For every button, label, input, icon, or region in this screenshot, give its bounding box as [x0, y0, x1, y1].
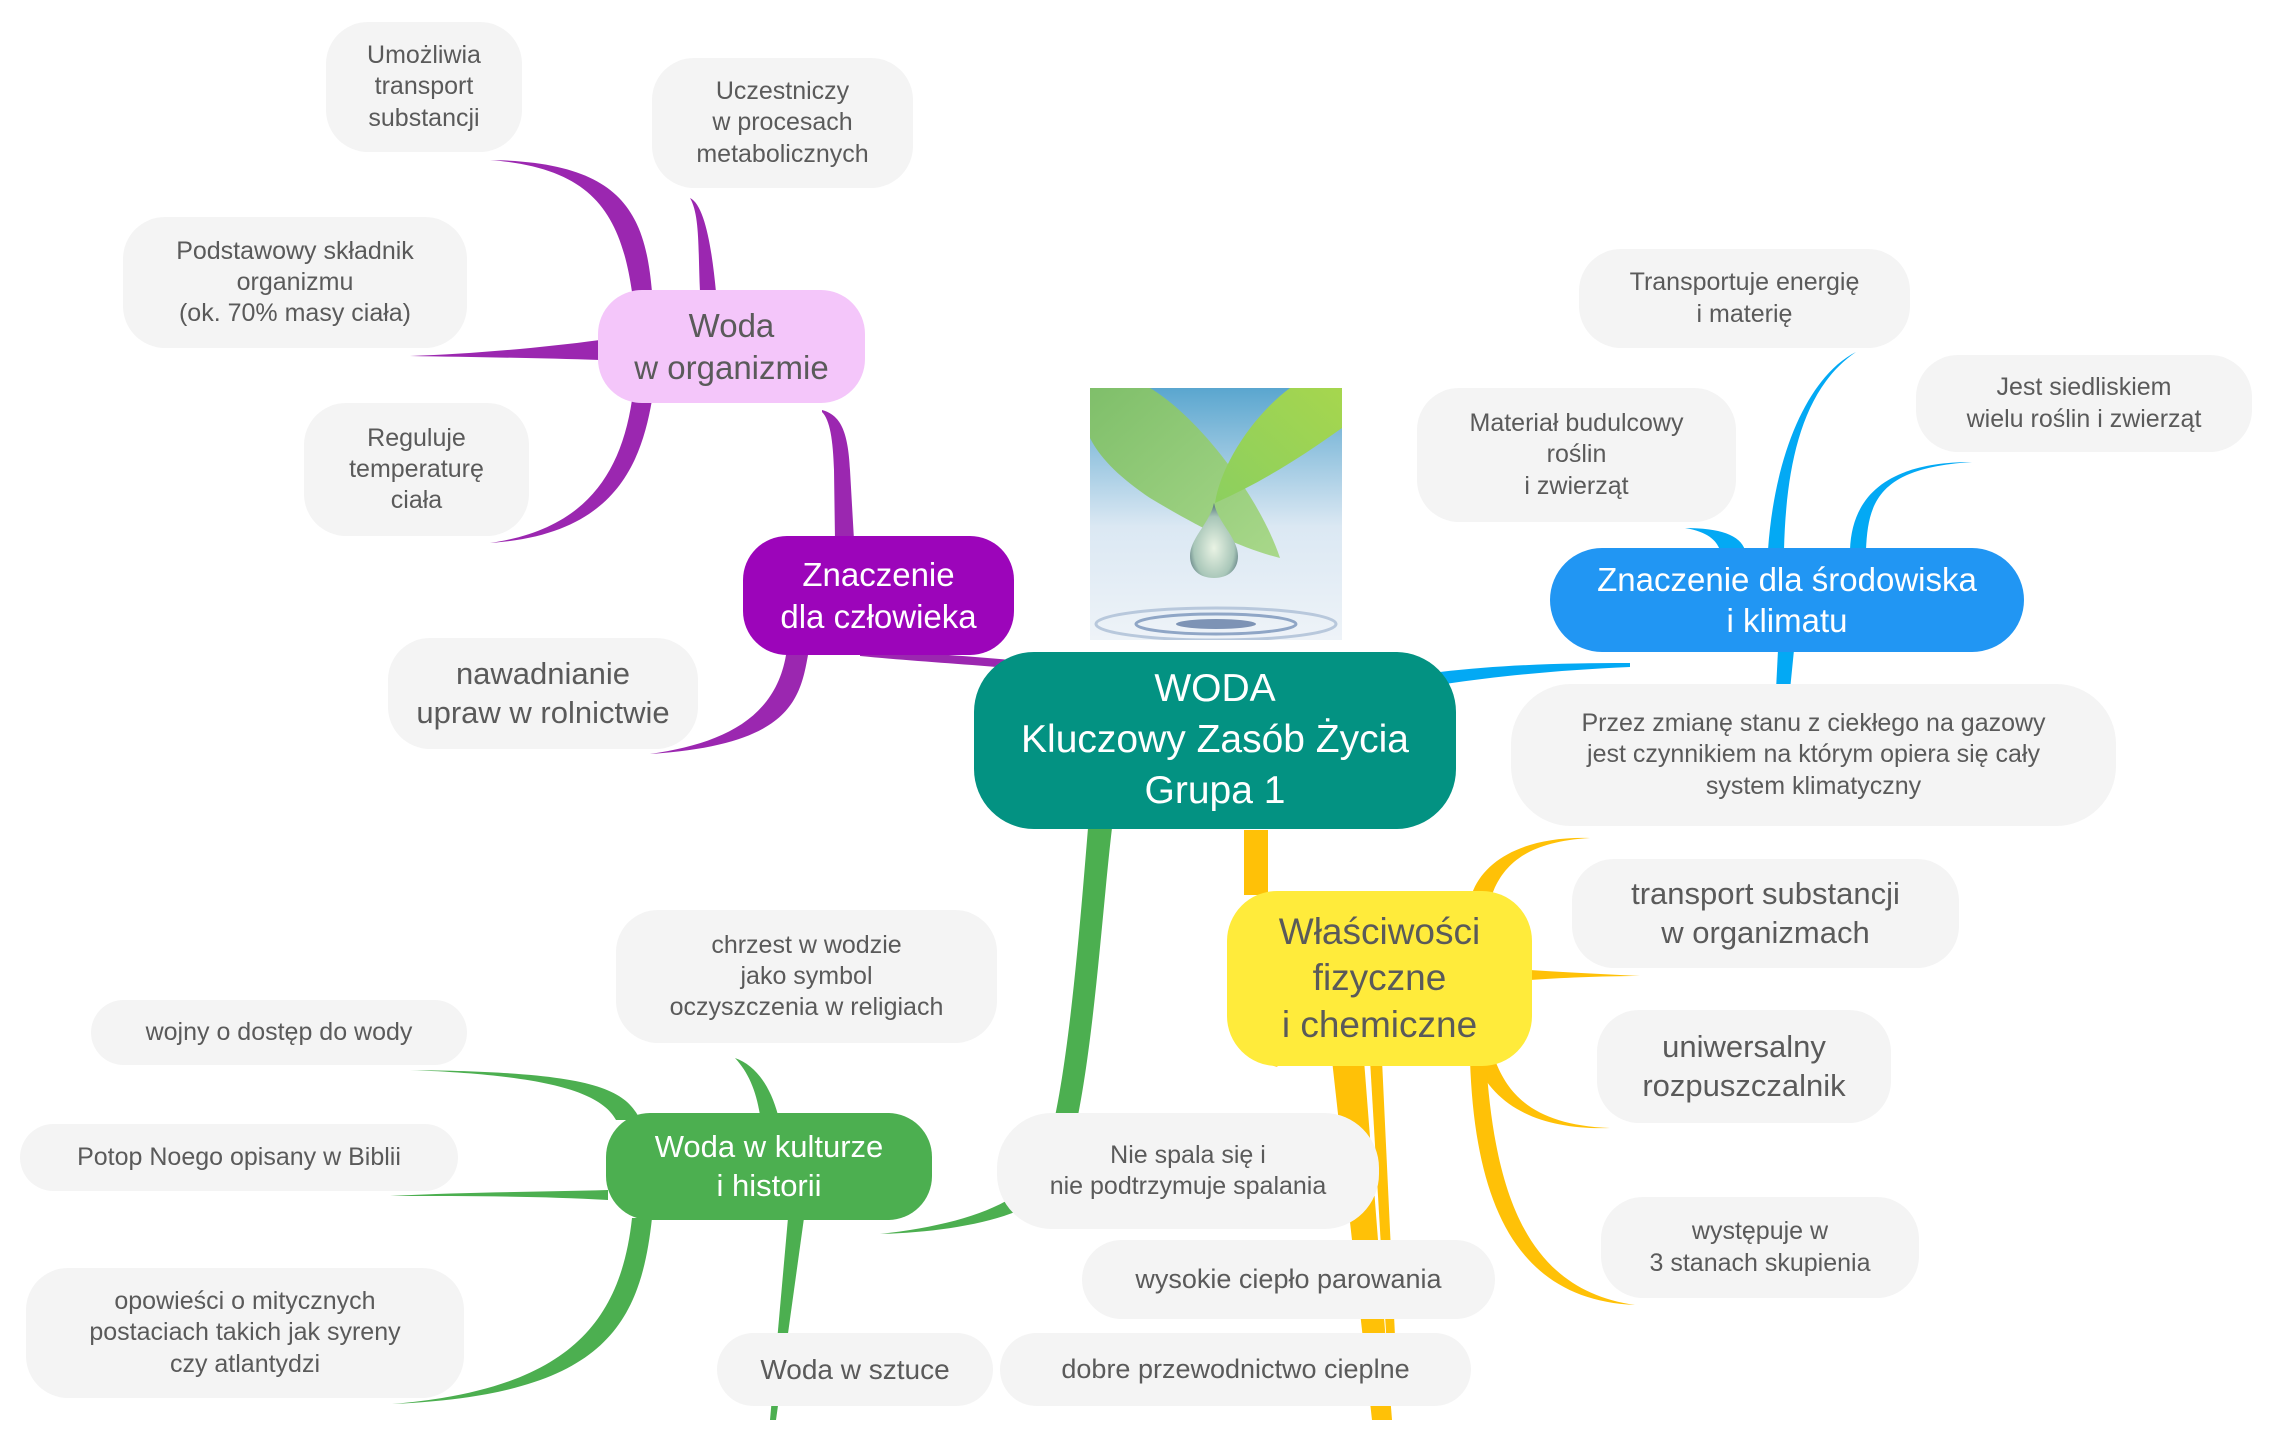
leaf-building-material[interactable]: Materiał budulcowy roślin i zwierząt: [1417, 388, 1736, 522]
link-organism-metabolic: [690, 198, 716, 292]
leaf-label: Uczestniczy w procesach metabolicznych: [696, 77, 869, 168]
link-organism-temperature: [490, 400, 652, 543]
link-culture-baptism: [735, 1058, 778, 1115]
link-properties-universal: [1475, 1060, 1610, 1129]
leaf-label: dobre przewodnictwo cieplne: [1061, 1353, 1410, 1384]
branch-culture-label: Woda w kulturze i historii: [654, 1128, 884, 1203]
leaf-label: wojny o dostęp do wody: [145, 1017, 413, 1046]
water-drop: [1190, 503, 1238, 578]
leaf-label: Materiał budulcowy roślin i zwierząt: [1469, 409, 1684, 500]
leaf-transport-in-organisms[interactable]: transport substancji w organizmach: [1572, 859, 1959, 968]
leaf-label: uniwersalny rozpuszczalnik: [1642, 1028, 1846, 1103]
central-node-label: WODA Kluczowy Zasób Życia Grupa 1: [1021, 667, 1409, 812]
central-node[interactable]: WODA Kluczowy Zasób Życia Grupa 1: [974, 652, 1456, 829]
link-env-transport: [1768, 352, 1856, 550]
water-ripple-mid: [1134, 612, 1298, 636]
branch-environment-label: Znaczenie dla środowiska i klimatu: [1597, 560, 1977, 639]
link-properties-states: [1470, 1060, 1635, 1305]
branch-culture-history[interactable]: Woda w kulturze i historii: [606, 1113, 932, 1220]
leaf-enables-transport[interactable]: Umożliwia transport substancji: [326, 22, 522, 152]
leaf-label: Umożliwia transport substancji: [367, 41, 481, 132]
subbranch-organism-label: Woda w organizmie: [634, 307, 829, 386]
leaf-noah-flood[interactable]: Potop Noego opisany w Biblii: [20, 1124, 458, 1191]
leaf-high-heat-of-vaporization[interactable]: wysokie ciepło parowania: [1082, 1240, 1495, 1319]
leaf-label: transport substancji w organizmach: [1631, 875, 1900, 950]
link-culture-wars: [410, 1070, 640, 1120]
link-organism-component: [410, 340, 600, 360]
leaf-label: Transportuje energię i materię: [1629, 268, 1860, 328]
branch-physical-chemical-properties[interactable]: Właściwości fizyczne i chemiczne: [1227, 891, 1532, 1066]
link-central-properties: [1244, 830, 1268, 895]
leaf-thermal-conductivity[interactable]: dobre przewodnictwo cieplne: [1000, 1333, 1471, 1406]
leaf-label: występuje w 3 stanach skupienia: [1649, 1217, 1871, 1277]
link-properties-solvent: [1530, 970, 1640, 980]
leaf-label: Przez zmianę stanu z ciekłego na gazowy …: [1581, 709, 2046, 800]
link-human-organism: [822, 410, 854, 540]
link-culture-flood: [390, 1190, 608, 1200]
water-drop-leaf-image: [1090, 388, 1342, 640]
leaf-label: wysokie ciepło parowania: [1135, 1263, 1442, 1294]
leaf-universal-solvent[interactable]: uniwersalny rozpuszczalnik: [1597, 1010, 1891, 1123]
branch-human-importance[interactable]: Znaczenie dla człowieka: [743, 536, 1014, 655]
leaf-label: Jest siedliskiem wielu roślin i zwierząt: [1966, 373, 2202, 433]
subbranch-water-in-organism[interactable]: Woda w organizmie: [598, 290, 865, 403]
branch-properties-label: Właściwości fizyczne i chemiczne: [1278, 911, 1481, 1045]
link-env-material: [1685, 528, 1745, 550]
leaf-three-states[interactable]: występuje w 3 stanach skupienia: [1601, 1197, 1919, 1298]
leaf-habitat[interactable]: Jest siedliskiem wielu roślin i zwierząt: [1916, 355, 2252, 452]
leaf-water-wars[interactable]: wojny o dostęp do wody: [91, 1000, 467, 1065]
link-env-climate: [1776, 650, 1794, 690]
leaf-metabolic-processes[interactable]: Uczestniczy w procesach metabolicznych: [652, 58, 913, 188]
leaf-label: nawadnianie upraw w rolnictwie: [416, 655, 670, 730]
leaf-label: Woda w sztuce: [760, 1354, 950, 1385]
leaf-transports-energy[interactable]: Transportuje energię i materię: [1579, 249, 1910, 348]
leaf-label: Nie spala się i nie podtrzymuje spalania: [1049, 1140, 1327, 1200]
leaf-regulates-temperature[interactable]: Reguluje temperaturę ciała: [304, 403, 529, 536]
leaf-label: Reguluje temperaturę ciała: [349, 423, 484, 515]
water-ripple-inner: [1176, 619, 1256, 629]
link-human-irrigation: [650, 655, 808, 754]
leaf-water-in-art[interactable]: Woda w sztuce: [717, 1333, 993, 1406]
leaf-baptism[interactable]: chrzest w wodzie jako symbol oczyszczeni…: [616, 910, 997, 1043]
leaf-label: chrzest w wodzie jako symbol oczyszczeni…: [669, 930, 944, 1022]
leaf-left: [1090, 388, 1280, 558]
leaf-label: opowieści o mitycznych postaciach takich…: [89, 1287, 401, 1378]
leaf-basic-component[interactable]: Podstawowy składnik organizmu (ok. 70% m…: [123, 217, 467, 348]
leaf-label: Potop Noego opisany w Biblii: [77, 1142, 401, 1171]
branch-environment-climate[interactable]: Znaczenie dla środowiska i klimatu: [1550, 548, 2024, 652]
leaf-climate-system[interactable]: Przez zmianę stanu z ciekłego na gazowy …: [1511, 684, 2116, 826]
leaf-non-flammable[interactable]: Nie spala się i nie podtrzymuje spalania: [997, 1113, 1379, 1229]
water-ripple-outer: [1094, 606, 1338, 640]
link-env-habitat: [1850, 462, 1972, 550]
leaf-label: Podstawowy składnik organizmu (ok. 70% m…: [176, 236, 414, 328]
leaf-mythical-stories[interactable]: opowieści o mitycznych postaciach takich…: [26, 1268, 464, 1398]
leaf-right: [1215, 388, 1342, 503]
link-central-environment: [1440, 663, 1630, 684]
link-organism-transport: [490, 160, 652, 292]
branch-human-label: Znaczenie dla człowieka: [780, 556, 977, 635]
leaf-irrigation[interactable]: nawadnianie upraw w rolnictwie: [388, 638, 698, 749]
